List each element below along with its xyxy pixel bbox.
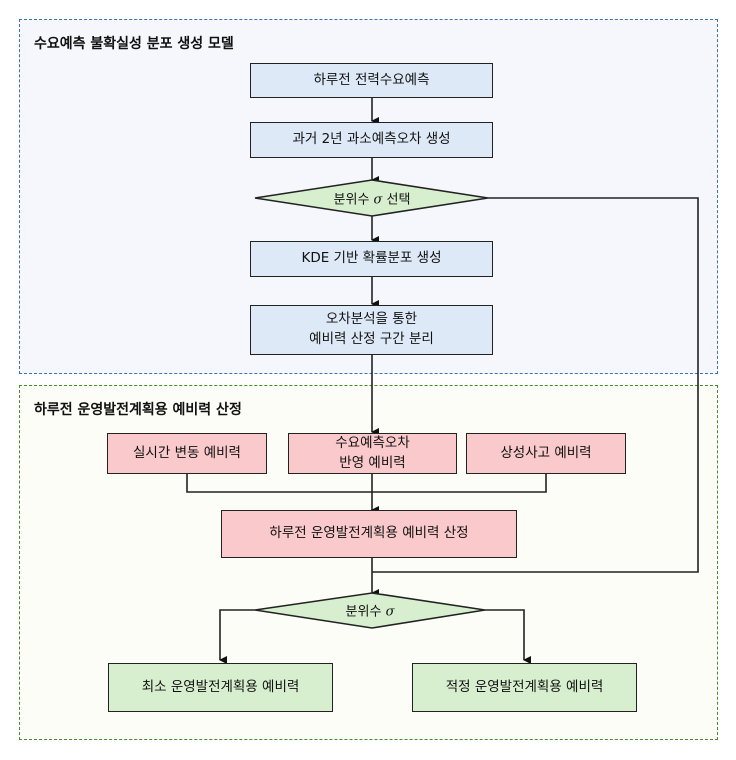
kde-distribution-box: KDE 기반 확률분포 생성 xyxy=(250,241,493,277)
quantile-select-suffix: 선택 xyxy=(382,192,411,208)
sigma-symbol: σ xyxy=(373,192,383,208)
day-ahead-forecast-box: 하루전 전력수요예측 xyxy=(250,63,493,98)
quantile-select-prefix: 분위수 xyxy=(333,192,374,208)
uncertainty-model-title: 수요예측 불확실성 분포 생성 모델 xyxy=(34,36,234,52)
realtime-reserve-box: 실시간 변동 예비력 xyxy=(107,433,267,474)
quantile-diamond xyxy=(254,592,486,629)
arrow-quantile-to-optimal xyxy=(485,609,531,664)
line-realtime-to-merge xyxy=(186,473,547,493)
quantile-prefix: 분위수 xyxy=(345,604,386,620)
quantile-label: 분위수 σ xyxy=(346,601,395,620)
forecast-error-reserve-box: 수요예측오차 반영 예비력 xyxy=(288,433,457,474)
arrow-quantile-to-min xyxy=(219,609,255,664)
reserve-calc-title: 하루전 운영발전계획용 예비력 산정 xyxy=(34,402,242,418)
quantile-select-label: 분위수 σ 선택 xyxy=(334,189,411,208)
line-quantile-bypass xyxy=(372,197,699,573)
contingency-reserve-box: 상성사고 예비력 xyxy=(466,433,626,474)
min-reserve-box: 최소 운영발전계획용 예비력 xyxy=(108,663,333,712)
sigma-symbol: σ xyxy=(385,604,395,620)
quantile-select-diamond xyxy=(254,179,489,217)
day-ahead-reserve-calc-box: 하루전 운영발전계획용 예비력 산정 xyxy=(221,510,517,558)
past-error-generation-box: 과거 2년 과소예측오차 생성 xyxy=(250,122,493,158)
error-analysis-box: 오차분석을 통한 예비력 산정 구간 분리 xyxy=(250,305,493,355)
optimal-reserve-box: 적정 운영발전계획용 예비력 xyxy=(412,663,637,712)
